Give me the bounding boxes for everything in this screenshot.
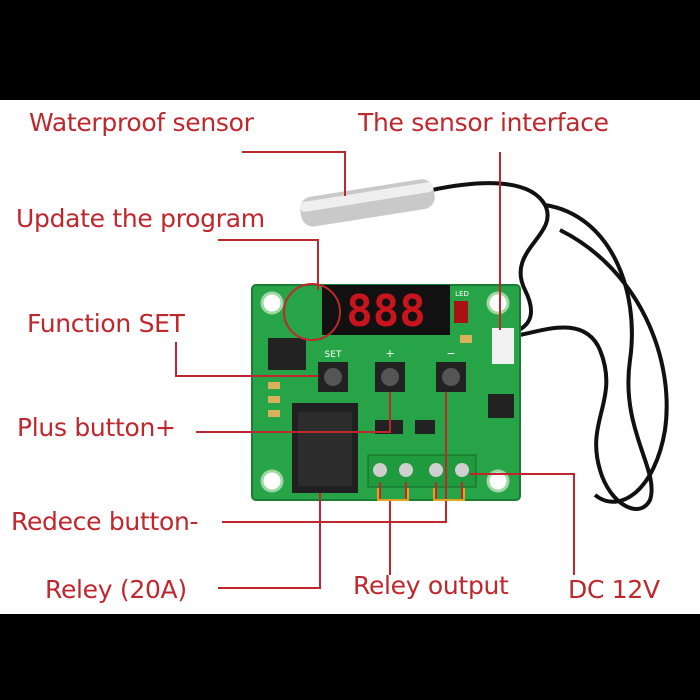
label-waterproof-sensor: Waterproof sensor [29, 108, 254, 137]
cable-coil [519, 203, 654, 511]
terminal-blocks [367, 454, 477, 488]
label-sensor-interface: The sensor interface [358, 108, 609, 137]
sensor-cable [431, 181, 550, 340]
label-relay: Reley (20A) [45, 575, 187, 604]
minus-button[interactable] [436, 362, 466, 392]
label-plus-button: Plus button+ [17, 413, 176, 442]
led-display [322, 285, 450, 335]
svg-text:SET: SET [325, 350, 342, 360]
microcontroller-chip [268, 338, 306, 370]
svg-text:−: − [446, 347, 455, 360]
svg-text:LED: LED [455, 290, 469, 298]
label-dc-12v: DC 12V [568, 575, 660, 604]
plus-button[interactable] [375, 362, 405, 392]
set-button[interactable] [318, 362, 348, 392]
program-header-highlight [283, 283, 341, 341]
svg-text:+: + [385, 347, 394, 360]
label-reduce-button: Redece button- [11, 507, 199, 536]
waterproof-sensor-probe [299, 179, 435, 227]
label-update-program: Update the program [16, 204, 265, 233]
pcb-board: 888 SET + − LED [251, 284, 521, 501]
label-function-set: Function SET [27, 309, 185, 338]
display-digits: 888 [346, 286, 425, 337]
relay-output-bracket [377, 488, 465, 501]
label-relay-output: Reley output [353, 571, 509, 600]
